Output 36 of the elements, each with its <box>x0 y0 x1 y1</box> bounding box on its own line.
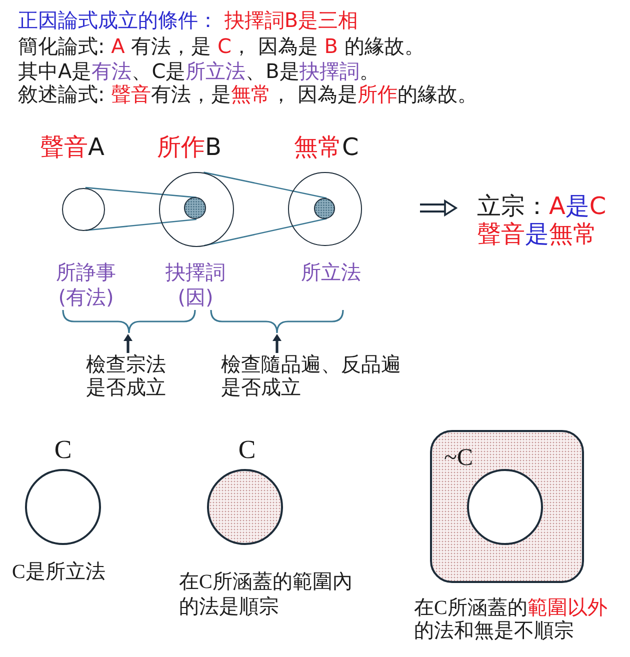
title: 正因論式成立的條件： 抉擇詞B是三相 <box>18 8 358 32</box>
circle-label: C <box>238 435 256 465</box>
circle <box>467 469 543 545</box>
small-circle <box>62 188 105 230</box>
region-label: ~C <box>444 444 473 472</box>
dotted-disc <box>184 197 206 220</box>
conclusion-line: 立宗：A是C <box>477 192 608 220</box>
circle-label: C <box>54 435 72 465</box>
circle <box>25 469 101 545</box>
note-text: 檢查宗法是否成立 <box>86 353 172 399</box>
statement-line: 簡化論式: A 有法，是 C， 因為是 B 的緣故。 <box>18 34 424 58</box>
dotted-disc <box>314 198 335 219</box>
large-circle <box>158 172 234 246</box>
circle-heading: 無常C <box>294 133 359 161</box>
tangent-line <box>85 186 196 198</box>
circle-heading: 所作B <box>157 133 222 161</box>
term-label: 所立法 <box>300 260 362 284</box>
tangent-line <box>204 172 327 199</box>
tangent-line <box>86 218 197 232</box>
term-label: 所諍事(有法) <box>55 260 117 310</box>
statement-line: 其中A是有法、C是所立法、B是抉擇詞。 <box>18 58 380 84</box>
note-text: 檢查隨品遍、反品遍是否成立 <box>221 353 409 399</box>
figure-caption: C是所立法 <box>12 560 106 585</box>
term-label: 抉擇詞(因) <box>164 260 226 310</box>
curly-brace <box>210 309 344 334</box>
arrow <box>124 334 132 353</box>
statement-line: 敘述論式: 聲音有法，是無常， 因為是所作的緣故。 <box>18 82 478 106</box>
conclusion-line: 聲音是無常 <box>477 220 598 248</box>
large-circle <box>288 172 362 246</box>
figure-caption: 在C所涵蓋的範圍以外的法和無是不順宗 <box>414 597 608 643</box>
circle-heading: 聲音A <box>40 133 104 161</box>
arrow <box>272 334 282 353</box>
curly-brace <box>62 309 196 334</box>
hollow-arrow <box>420 200 457 216</box>
shaded-square <box>430 430 584 583</box>
figure-caption: 在C所涵蓋的範圍內的法是順宗 <box>179 570 354 620</box>
